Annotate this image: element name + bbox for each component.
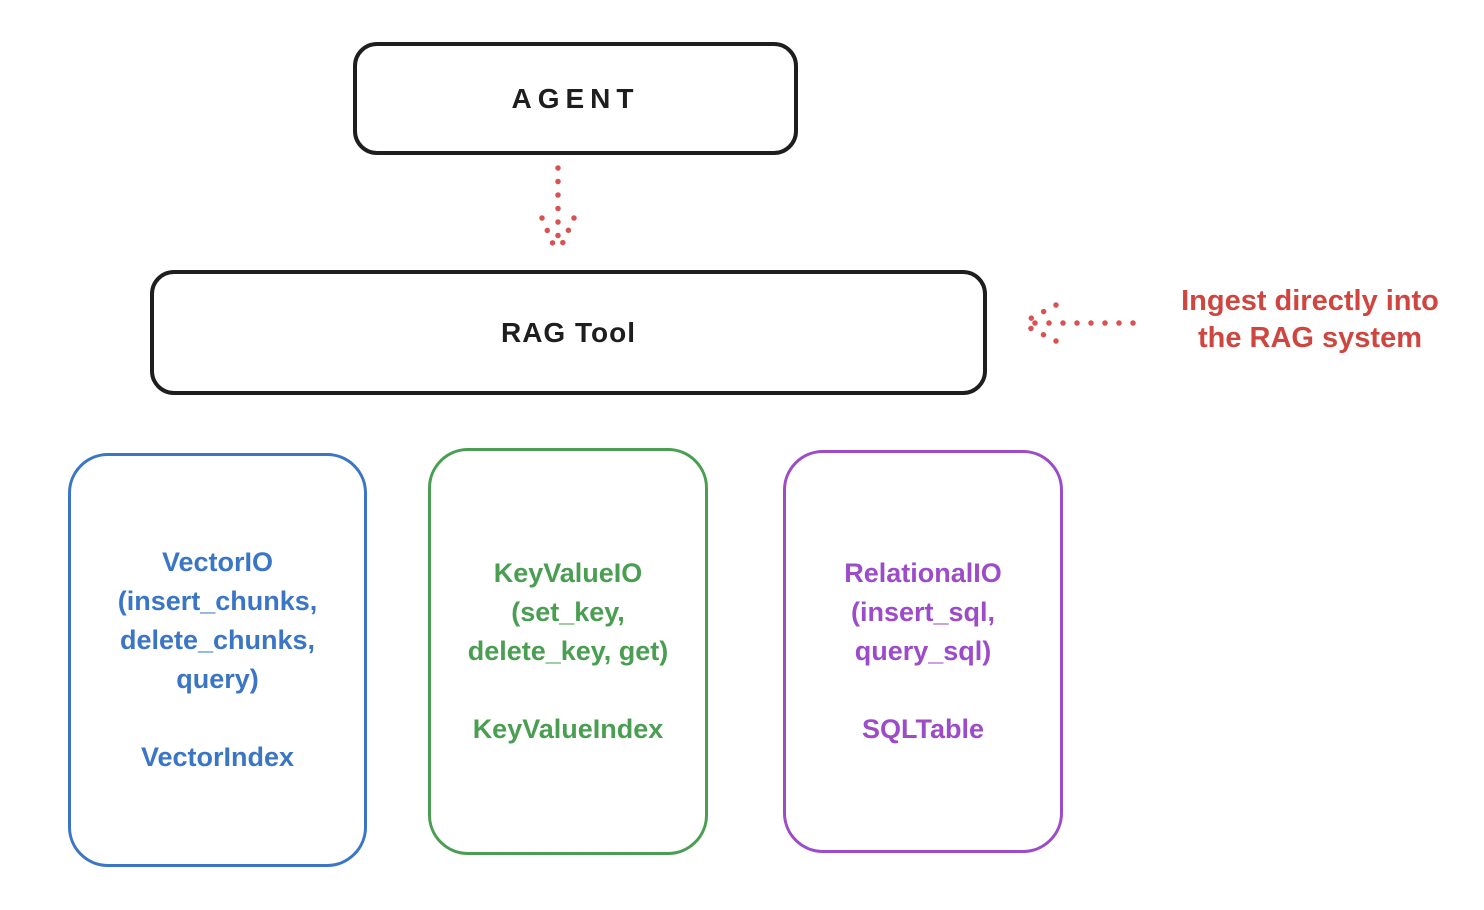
- agent-label: AGENT: [511, 82, 640, 114]
- sql-table-label: SQLTable: [861, 714, 984, 744]
- keyvalue-io-line: delete_key, get): [467, 636, 669, 666]
- dashed-arrow-down-icon: [539, 165, 577, 254]
- keyvalue-io-line: KeyValueIO: [493, 558, 643, 588]
- relational-io-line: RelationalIO: [844, 558, 1002, 588]
- ingest-annotation-line2: the RAG system: [1197, 322, 1422, 354]
- ingest-annotation-line1: Ingest directly into: [1181, 285, 1439, 317]
- relational-io-text: RelationalIO (insert_sql, query_sql): [844, 554, 1002, 671]
- vector-io-node: VectorIO (insert_chunks, delete_chunks, …: [68, 453, 367, 867]
- dashed-arrow-left-icon: [1021, 302, 1136, 344]
- ingest-annotation: Ingest directly into the RAG system: [1135, 283, 1484, 357]
- keyvalue-index-label: KeyValueIndex: [472, 714, 664, 744]
- vector-io-line: VectorIO: [161, 547, 274, 577]
- vector-index-label: VectorIndex: [140, 742, 295, 772]
- agent-node: AGENT: [353, 42, 798, 155]
- relational-io-line: (insert_sql,: [850, 597, 996, 627]
- keyvalue-io-node: KeyValueIO (set_key, delete_key, get) Ke…: [428, 448, 708, 855]
- vector-io-line: query): [176, 664, 259, 694]
- relational-io-node: RelationalIO (insert_sql, query_sql) SQL…: [783, 450, 1063, 853]
- rag-tool-node: RAG Tool: [150, 270, 987, 395]
- vector-io-text: VectorIO (insert_chunks, delete_chunks, …: [118, 543, 318, 699]
- relational-io-line: query_sql): [854, 636, 992, 666]
- vector-io-line: (insert_chunks,: [117, 586, 318, 616]
- rag-tool-label: RAG Tool: [500, 316, 636, 348]
- vector-io-line: delete_chunks,: [119, 625, 316, 655]
- keyvalue-io-line: (set_key,: [511, 597, 625, 627]
- keyvalue-io-text: KeyValueIO (set_key, delete_key, get): [468, 554, 669, 671]
